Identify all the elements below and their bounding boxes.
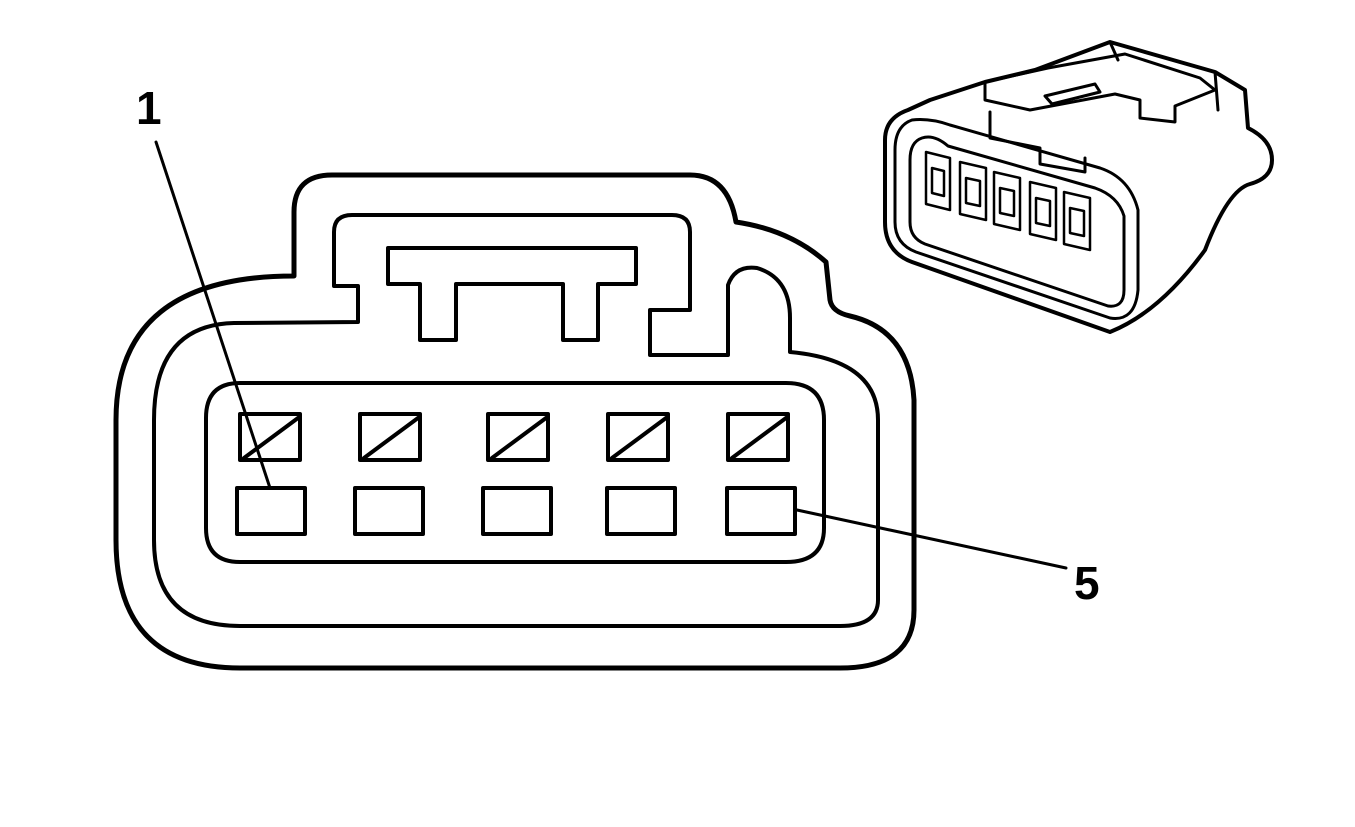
leader-line-5 (795, 508, 1068, 570)
terminal-5 (725, 486, 797, 536)
terminal-1 (235, 486, 307, 536)
latch-window-1-diagonal (242, 416, 300, 460)
callout-label-5: 5 (1074, 557, 1100, 609)
housing-outer-outline (113, 172, 917, 671)
latch-window-2 (358, 412, 422, 462)
latch-window-3 (486, 412, 550, 462)
leader-line-1 (154, 140, 272, 490)
latch-window-5-diagonal (730, 416, 788, 460)
latch-window-1 (238, 412, 302, 462)
latch-window-4 (606, 412, 670, 462)
iso-slot-5 (1062, 190, 1092, 252)
latch-windows (238, 412, 790, 462)
iso-lock-tab (988, 110, 1087, 174)
iso-housing-outer (883, 40, 1274, 334)
locking-tab (386, 246, 638, 342)
iso-slot-4 (1028, 180, 1058, 242)
iso-side-edge (1108, 40, 1120, 62)
terminal-4 (605, 486, 677, 536)
iso-slot-1 (924, 150, 952, 212)
iso-side-edge-2 (1213, 70, 1220, 112)
iso-top-lock (983, 52, 1217, 124)
iso-lock-window (1043, 82, 1102, 106)
terminal-3 (481, 486, 553, 536)
iso-face-inner (908, 135, 1126, 308)
housing-inner-outline (152, 213, 880, 628)
callout-label-1: 1 (136, 82, 162, 134)
terminal-openings (235, 486, 797, 536)
latch-window-4-diagonal (610, 416, 668, 460)
terminal-2 (353, 486, 425, 536)
latch-window-2-diagonal (362, 416, 420, 460)
iso-slot-3 (992, 170, 1022, 232)
iso-slot-2 (958, 160, 988, 222)
iso-terminal-slots (924, 150, 1092, 252)
latch-window-5 (726, 412, 790, 462)
connector-isometric-view (883, 40, 1274, 334)
iso-face-outer (893, 118, 1140, 320)
latch-window-3-diagonal (490, 416, 548, 460)
terminal-cavity-outline (204, 381, 826, 564)
